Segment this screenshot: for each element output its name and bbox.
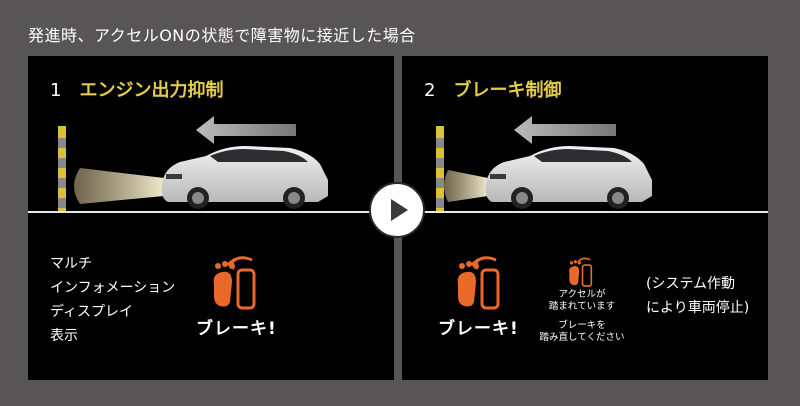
re-press-brake-message: ブレーキを 踏み直してください: [539, 320, 625, 343]
panel-heading: 2 ブレーキ制御: [424, 76, 561, 102]
left-arrow-icon: [514, 116, 616, 144]
brake-pedal-icon: [457, 256, 500, 310]
ground-line: [28, 211, 394, 213]
scene-illustration: [402, 116, 768, 310]
accelerator-pressed-message: アクセルが 踏まれています: [548, 289, 616, 312]
page-title: 発進時、アクセルONの状態で障害物に接近した場合: [28, 26, 416, 45]
headlight-beam: [74, 168, 164, 204]
car: [161, 146, 328, 209]
panel-engine-output-control: 1 エンジン出力抑制: [28, 56, 394, 380]
left-arrow-icon: [196, 116, 296, 144]
brake-pedal-icon: [213, 256, 256, 310]
step-number: 2: [424, 80, 436, 101]
car: [485, 146, 652, 209]
brake-warning-text: ブレーキ!: [196, 319, 277, 339]
next-step-button[interactable]: [369, 182, 425, 238]
step-number: 1: [50, 80, 62, 101]
system-note: (システム作動 により車両停止): [646, 276, 750, 316]
panel-heading: 1 エンジン出力抑制: [50, 76, 223, 102]
headlight-beam: [444, 170, 488, 202]
warning-pole: [58, 126, 66, 211]
step-title: エンジン出力抑制: [79, 80, 224, 101]
scene-illustration: [28, 116, 394, 310]
panel-brake-control: 2 ブレーキ制御: [402, 56, 768, 380]
display-label: マルチ インフォメーション ディスプレイ 表示: [50, 256, 176, 344]
brake-warning-text: ブレーキ!: [438, 319, 519, 339]
brake-pedal-small-icon: [569, 257, 593, 287]
play-icon: [391, 199, 408, 221]
step-title: ブレーキ制御: [453, 80, 562, 101]
warning-pole: [436, 126, 444, 211]
ground-line: [402, 211, 768, 213]
